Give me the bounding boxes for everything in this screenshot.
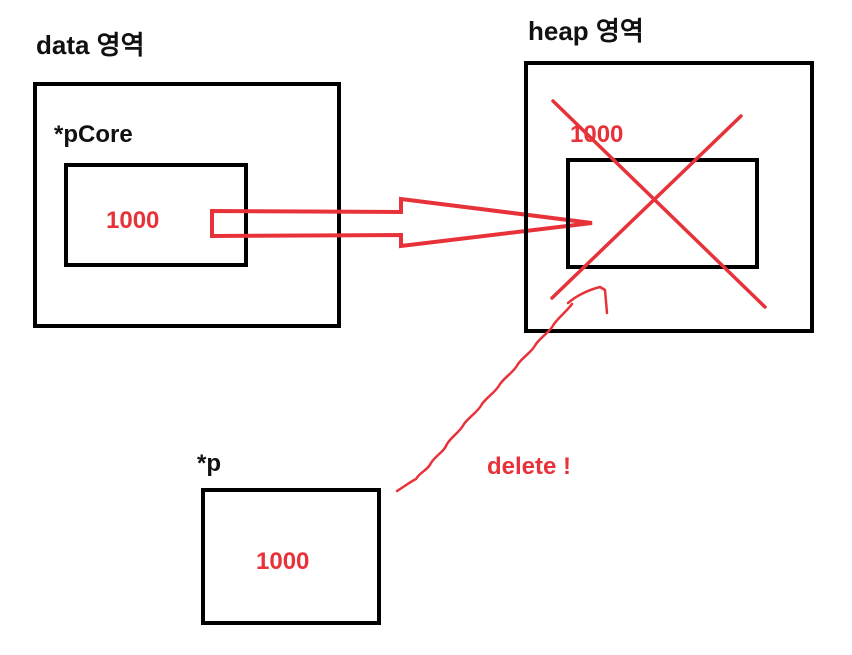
p-pointer-label: *p — [197, 450, 221, 477]
deleted-x-mark — [550, 99, 767, 309]
heap-value-box — [566, 158, 759, 269]
delete-arrow — [395, 285, 609, 493]
heap-area-title: heap 영역 — [528, 16, 644, 46]
pcore-value: 1000 — [106, 207, 159, 234]
data-area-box — [33, 82, 341, 328]
p-value: 1000 — [256, 548, 309, 575]
heap-area-box — [524, 61, 814, 333]
pcore-pointer-label: *pCore — [54, 121, 133, 148]
pcore-value-box — [64, 163, 248, 267]
x-stroke-2 — [550, 114, 743, 300]
pcore-to-heap-arrow — [210, 196, 593, 249]
delete-arrow-line — [395, 302, 574, 493]
delete-annotation: delete ! — [487, 453, 571, 480]
x-stroke-1 — [551, 99, 767, 309]
p-value-box — [201, 488, 381, 625]
delete-arrow-head — [566, 285, 609, 315]
data-area-title: data 영역 — [36, 30, 145, 60]
